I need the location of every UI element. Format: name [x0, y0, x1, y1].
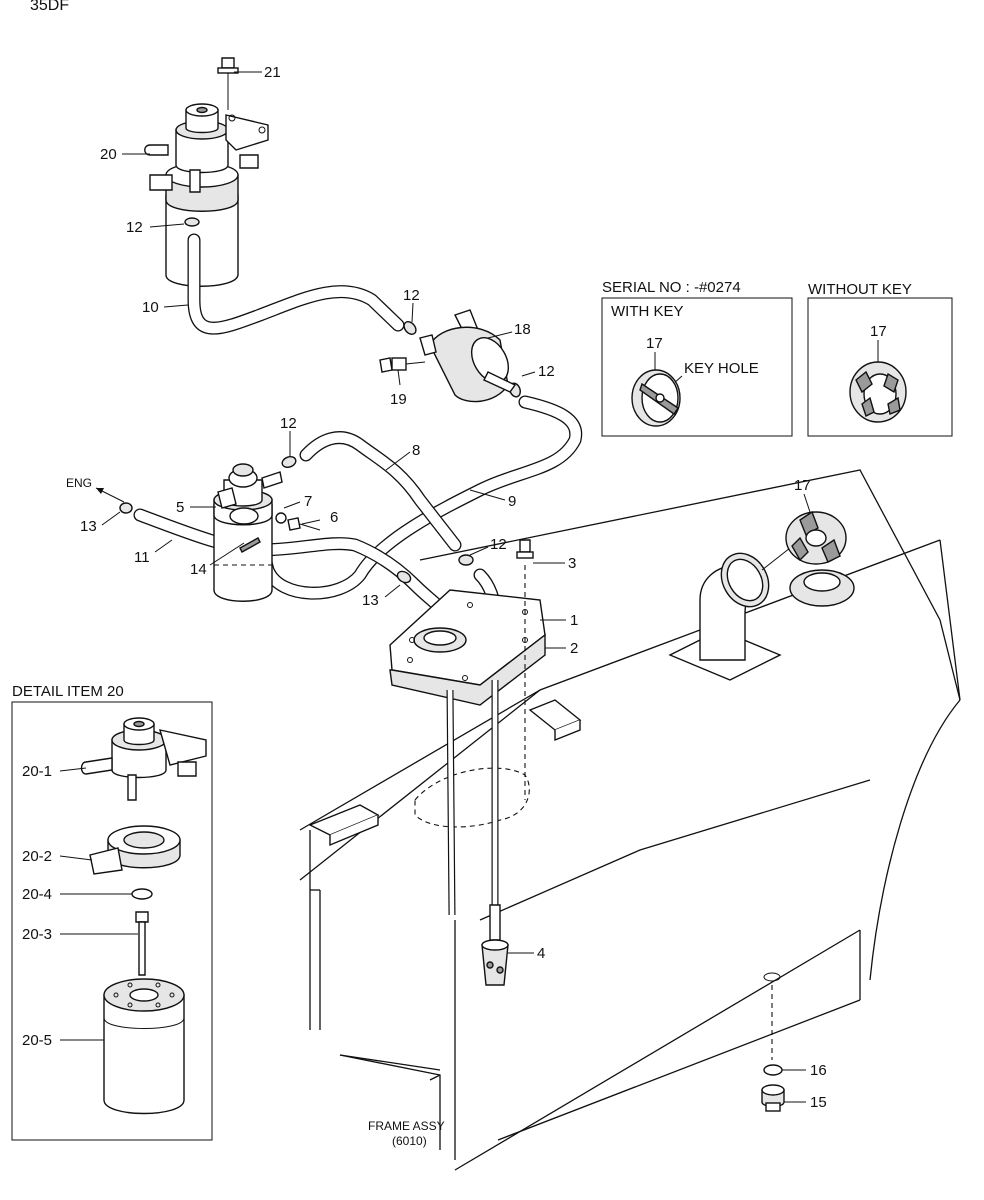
serial-number-title: SERIAL NO : -#0274: [602, 279, 741, 296]
engine-direction-arrow: [95, 487, 125, 503]
callout-17: 17: [794, 477, 811, 494]
model-label: 35DF: [30, 0, 69, 14]
callout-12: 12: [126, 219, 143, 236]
detail-label-20-3: 20-3: [22, 926, 52, 943]
with-key-item-17: 17: [646, 335, 663, 352]
callout-1: 1: [570, 612, 578, 629]
fuel-filter-assembly: [144, 103, 269, 287]
without-key-title: WITHOUT KEY: [808, 281, 912, 298]
callout-12: 12: [490, 536, 507, 553]
tube-10: [187, 233, 405, 335]
small-parts: [239, 512, 321, 553]
with-key-title: WITH KEY: [611, 303, 684, 320]
callout-20: 20: [100, 146, 117, 163]
callout-5: 5: [176, 499, 184, 516]
callout-9: 9: [508, 493, 516, 510]
callout-12: 12: [538, 363, 555, 380]
callout-leaders: [101, 71, 811, 1103]
detail-label-20-4: 20-4: [22, 886, 52, 903]
tube-9: [253, 395, 583, 600]
fuel-cap-with-key: [631, 369, 681, 427]
callout-12: 12: [280, 415, 297, 432]
tube-11: [133, 508, 452, 622]
detail-sensor-ring: [89, 825, 181, 875]
fuel-cap-without-key: [849, 361, 907, 423]
detail-label-20-2: 20-2: [22, 848, 52, 865]
callout-19: 19: [390, 391, 407, 408]
bolt-19: [379, 357, 426, 373]
callout-7: 7: [304, 493, 312, 510]
callout-11: 11: [134, 549, 150, 566]
detail-label-20-1: 20-1: [22, 763, 52, 780]
filler-neck: [668, 510, 855, 681]
serial-number-box: SERIAL NO : -#0274 WITH KEY 17 KEY HOLE …: [601, 279, 953, 437]
sender-unit: [389, 539, 546, 916]
callout-18: 18: [514, 321, 531, 338]
detail-title: DETAIL ITEM 20: [12, 683, 124, 700]
detail-item-20-box: DETAIL ITEM 20: [11, 683, 213, 1141]
frame-assy-label: FRAME ASSY: [368, 1119, 445, 1133]
callout-2: 2: [570, 640, 578, 657]
strainer-4: [481, 904, 509, 986]
callout-8: 8: [412, 442, 420, 459]
key-hole-label: KEY HOLE: [684, 360, 759, 377]
callout-14: 14: [190, 561, 207, 578]
hose-clamps: [119, 217, 521, 584]
frame-assy-code: (6010): [392, 1134, 427, 1148]
detail-label-20-5: 20-5: [22, 1032, 52, 1049]
callout-12: 12: [403, 287, 420, 304]
detail-o-ring: [131, 888, 153, 900]
without-key-item-17: 17: [870, 323, 887, 340]
detail-center-bolt: [135, 911, 149, 976]
callout-10: 10: [142, 299, 159, 316]
inline-filter-18: [419, 309, 517, 403]
fuel-cap: [785, 510, 847, 565]
callout-13: 13: [362, 592, 379, 609]
callout-4: 4: [537, 945, 545, 962]
callout-labels: 21 20 12 10 12 18 19 12 12 8 5 7 6 9 13 …: [66, 64, 827, 1111]
water-separator: [213, 463, 283, 602]
eng-label: ENG: [66, 476, 92, 490]
callout-15: 15: [810, 1094, 827, 1111]
detail-filter-cartridge: [103, 978, 185, 1115]
drain-plug: [761, 985, 785, 1112]
callout-6: 6: [330, 509, 338, 526]
fuel-tank: [299, 469, 961, 1171]
bolt-21: [217, 57, 239, 110]
tube-8: [299, 431, 462, 552]
detail-filter-head: [80, 717, 207, 801]
callout-3: 3: [568, 555, 576, 572]
callout-13: 13: [80, 518, 97, 535]
callout-21: 21: [264, 64, 281, 81]
callout-16: 16: [810, 1062, 827, 1079]
